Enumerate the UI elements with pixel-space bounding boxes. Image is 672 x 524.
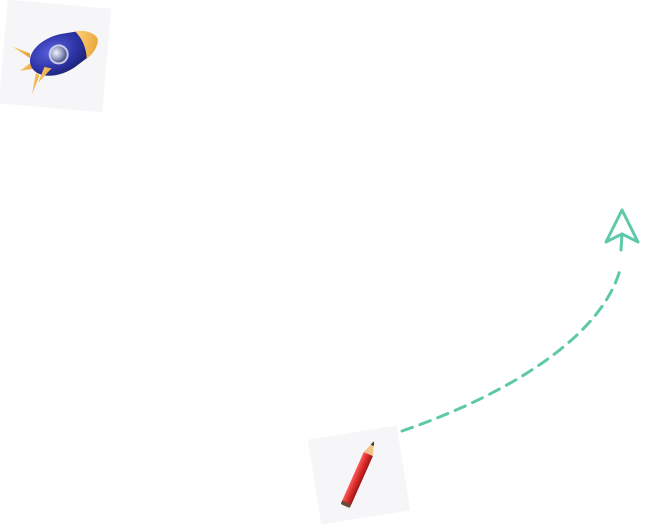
trail-line <box>382 268 622 439</box>
rocket-icon <box>11 30 98 94</box>
paper-plane-icon <box>604 208 640 252</box>
rocket-card <box>0 0 112 113</box>
pencil-card <box>307 425 411 524</box>
pencil-icon <box>341 441 375 508</box>
